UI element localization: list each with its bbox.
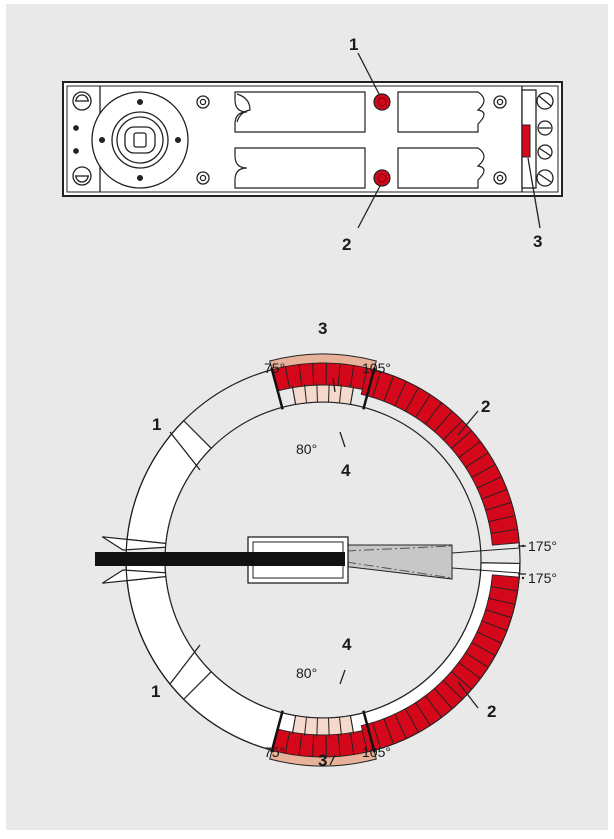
upper-band-tick (291, 385, 297, 405)
upper-boundary-75 (270, 367, 284, 410)
lower-red-seg (298, 733, 315, 758)
upper-band-tick (339, 383, 342, 403)
lower-band-tick (291, 715, 297, 735)
upper-band-tick (316, 383, 318, 403)
angle-label-175-lower: 175° (528, 570, 557, 586)
callout-2-lower-red: 2 (487, 702, 496, 721)
callout-4-lower-inner: 4 (342, 635, 352, 654)
adjust-valve-1 (373, 93, 391, 111)
angle-label-80-lower: 80° (296, 665, 317, 681)
upper-red-seg (298, 362, 315, 387)
angle-label-175-upper: 175° (528, 538, 557, 554)
spindle-disc (91, 91, 189, 189)
callout-1-lower-arrow: 1 (151, 682, 160, 701)
right-end-screws (536, 92, 554, 187)
lower-band-tick (349, 715, 355, 735)
lower-band-tick (339, 717, 342, 737)
lower-boundary-75 (270, 710, 284, 753)
dot-175-upper (521, 544, 525, 548)
callout-2-top: 2 (342, 235, 351, 254)
upper-band-tick (304, 383, 307, 403)
adjust-valve-2 (373, 169, 391, 187)
left-bottom-screw (72, 166, 92, 186)
dot-175-lower (521, 576, 525, 580)
door-leaf (95, 552, 345, 566)
angle-label-75-upper: 75° (264, 360, 285, 376)
end-valve-3 (521, 124, 531, 158)
lower-band-tick (304, 717, 307, 737)
upper-band-tick (349, 385, 355, 405)
callout-3-top: 3 (533, 232, 542, 251)
callout-1-upper-arrow: 1 (152, 415, 161, 434)
lower-red-seg (325, 733, 341, 758)
upper-band-tick (328, 383, 330, 403)
floor-spring-housing (62, 81, 563, 197)
housing-slots (234, 91, 485, 189)
lower-band-tick (328, 717, 330, 737)
lower-boundary-105 (362, 710, 376, 753)
upper-boundary-105 (362, 367, 376, 410)
upper-red-seg (312, 362, 327, 386)
callout-2-upper-red: 2 (481, 397, 490, 416)
angle-label-105-lower: 105° (362, 744, 391, 760)
callout-4-upper-inner: 4 (341, 461, 351, 480)
door-arm-assembly (95, 536, 521, 584)
small-screws (196, 95, 507, 185)
upper-red-seg (490, 528, 520, 546)
leader-1 (357, 52, 380, 95)
angle-label-105-upper: 105° (362, 360, 391, 376)
callout-3-upper-band: 3 (318, 319, 327, 338)
left-top-screw (72, 91, 92, 111)
lower-band-tick (316, 717, 318, 737)
lower-red-seg (490, 574, 520, 592)
callout-3-lower-band: 3 (318, 751, 327, 770)
leader-2 (357, 185, 381, 229)
angle-label-80-upper: 80° (296, 441, 317, 457)
leader-3 (527, 157, 541, 229)
angle-label-75-lower: 75° (264, 744, 285, 760)
callout-1-top: 1 (349, 35, 358, 54)
dial-leaders (169, 377, 526, 766)
